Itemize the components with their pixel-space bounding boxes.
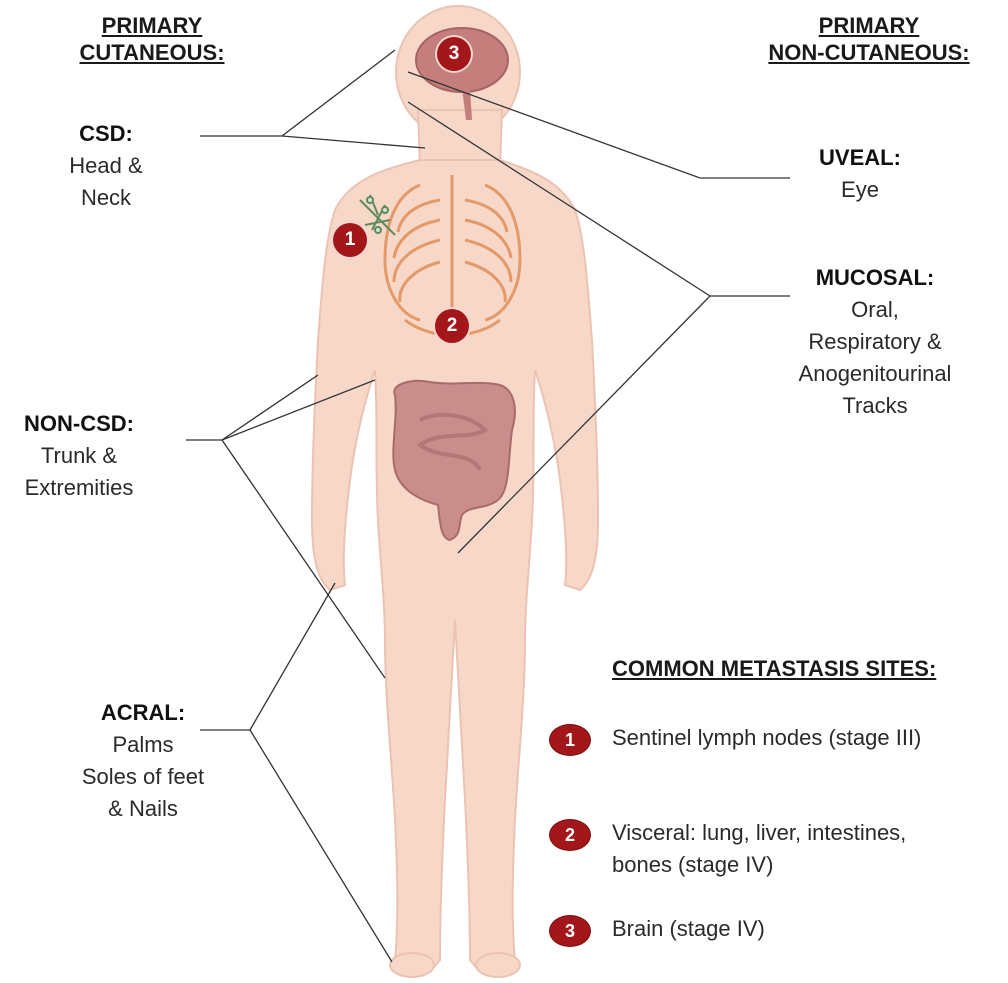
body-marker-1: 1: [333, 223, 367, 257]
label-mucosal-line3: Anogenitourinal: [770, 358, 980, 390]
label-acral-line2: Soles of feet: [58, 761, 228, 793]
label-mucosal-line2: Respiratory &: [770, 326, 980, 358]
label-noncsd-line1: Trunk &: [0, 440, 158, 472]
label-csd-line2: Neck: [40, 182, 172, 214]
header-primary-cutaneous: PRIMARY CUTANEOUS:: [60, 12, 244, 66]
site-3-badge: 3: [550, 916, 590, 946]
label-acral-line1: Palms: [58, 729, 228, 761]
header-noncutaneous-line1: PRIMARY: [819, 13, 920, 38]
label-mucosal: MUCOSAL: Oral, Respiratory & Anogenitour…: [770, 262, 980, 422]
label-uveal-line1: Eye: [790, 174, 930, 206]
metastasis-site-2: 2 Visceral: lung, liver, intestines, bon…: [550, 817, 906, 881]
site-2-line1: Visceral: lung, liver, intestines,: [612, 820, 906, 845]
header-cutaneous-line1: PRIMARY: [102, 13, 203, 38]
label-noncsd-line2: Extremities: [0, 472, 158, 504]
metastasis-site-1: 1 Sentinel lymph nodes (stage III): [550, 722, 921, 755]
label-csd: CSD: Head & Neck: [40, 118, 172, 214]
site-1-line1: Sentinel lymph nodes (stage III): [612, 725, 921, 750]
label-mucosal-title: MUCOSAL:: [770, 262, 980, 294]
site-3-line1: Brain (stage IV): [612, 916, 765, 941]
header-primary-noncutaneous: PRIMARY NON-CUTANEOUS:: [744, 12, 994, 66]
site-2-badge: 2: [550, 820, 590, 850]
label-acral-title: ACRAL:: [58, 697, 228, 729]
body-marker-2: 2: [435, 309, 469, 343]
label-csd-line1: Head &: [40, 150, 172, 182]
label-uveal: UVEAL: Eye: [790, 142, 930, 206]
site-1-text: Sentinel lymph nodes (stage III): [612, 722, 921, 754]
site-2-line2: bones (stage IV): [612, 852, 773, 877]
site-1-badge: 1: [550, 725, 590, 755]
label-noncsd-title: NON-CSD:: [0, 408, 158, 440]
metastasis-site-3: 3 Brain (stage IV): [550, 913, 765, 946]
body-marker-3: 3: [437, 37, 471, 71]
label-csd-title: CSD:: [40, 118, 172, 150]
label-acral-line3: & Nails: [58, 793, 228, 825]
header-noncutaneous-line2: NON-CUTANEOUS:: [768, 40, 969, 65]
label-mucosal-line1: Oral,: [770, 294, 980, 326]
label-uveal-title: UVEAL:: [790, 142, 930, 174]
label-mucosal-line4: Tracks: [770, 390, 980, 422]
label-noncsd: NON-CSD: Trunk & Extremities: [0, 408, 158, 504]
site-3-text: Brain (stage IV): [612, 913, 765, 945]
label-acral: ACRAL: Palms Soles of feet & Nails: [58, 697, 228, 825]
site-2-text: Visceral: lung, liver, intestines, bones…: [612, 817, 906, 881]
metastasis-title: COMMON METASTASIS SITES:: [612, 656, 936, 682]
header-cutaneous-line2: CUTANEOUS:: [79, 40, 224, 65]
